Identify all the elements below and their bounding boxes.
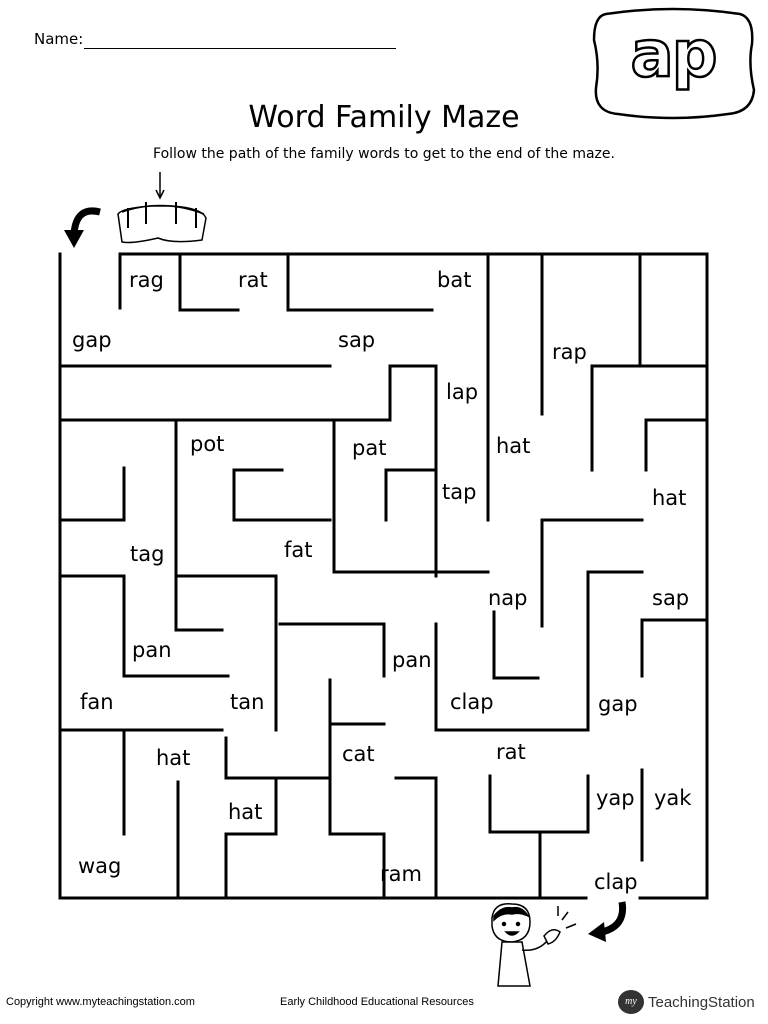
maze-word: bat <box>437 268 472 292</box>
maze-word: pot <box>190 432 225 456</box>
maze-word: fat <box>284 538 313 562</box>
maze-word: wag <box>78 854 122 878</box>
name-line <box>84 48 396 49</box>
bridge-icon <box>112 172 212 252</box>
maze-word: rag <box>129 268 164 292</box>
maze-word: gap <box>72 328 112 352</box>
maze-word: tag <box>130 542 165 566</box>
maze-word: clap <box>594 870 638 894</box>
badge-frame <box>592 7 756 120</box>
maze-word: fan <box>80 690 114 714</box>
maze-word: tan <box>230 690 265 714</box>
maze-word: pan <box>392 648 432 672</box>
maze-word: gap <box>598 692 638 716</box>
maze-word: hat <box>156 746 191 770</box>
logo-mark: my <box>618 990 644 1014</box>
instructions: Follow the path of the family words to g… <box>153 146 615 162</box>
maze-word: hat <box>652 486 687 510</box>
maze-word: lap <box>446 380 479 404</box>
maze-word: yak <box>654 786 692 810</box>
clapping-child-icon <box>482 900 578 994</box>
maze-word: pan <box>132 638 172 662</box>
maze-word: rat <box>238 268 268 292</box>
maze-word: pat <box>352 436 387 460</box>
maze-word: sap <box>652 586 690 610</box>
maze-word: yap <box>596 786 635 810</box>
page-title: Word Family Maze <box>248 100 520 135</box>
tagline-text: Early Childhood Educational Resources <box>280 996 474 1008</box>
curved-arrow-icon <box>60 204 106 258</box>
family-badge-text: ap <box>629 17 719 94</box>
maze-word: rap <box>552 340 587 364</box>
maze-word: hat <box>228 800 263 824</box>
maze-word: sap <box>338 328 376 352</box>
name-label: Name: <box>34 30 84 48</box>
maze-word: tap <box>442 480 477 504</box>
logo-text: TeachingStation <box>648 994 755 1011</box>
maze-word: nap <box>488 586 528 610</box>
maze-word: rat <box>496 740 526 764</box>
maze-word: cat <box>342 742 375 766</box>
maze-word: hat <box>496 434 531 458</box>
maze-word: clap <box>450 690 494 714</box>
curved-arrow-icon <box>586 896 636 950</box>
maze-word: ram <box>380 862 422 886</box>
family-badge: ap <box>588 4 758 122</box>
copyright-text: Copyright www.myteachingstation.com <box>6 996 195 1008</box>
